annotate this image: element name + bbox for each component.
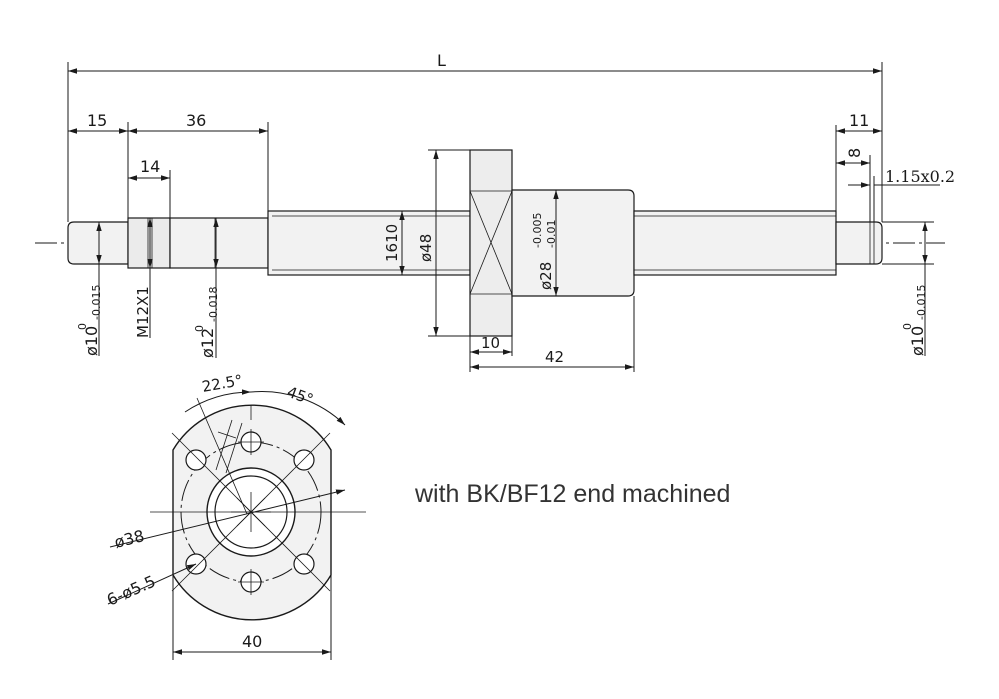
left-journal bbox=[67, 221, 129, 265]
dimensions: L 15 36 14 11 8 1.15x0.2 1610 ø48 bbox=[67, 51, 955, 372]
bolt-circle-diameter: ø38 bbox=[112, 526, 146, 552]
caption: with BK/BF12 end machined bbox=[414, 480, 730, 508]
dim-bearing-seat-base: ø12 bbox=[198, 328, 217, 358]
thread-section bbox=[127, 217, 171, 269]
dim-groove-spec: 1.15x0.2 bbox=[885, 167, 955, 186]
dim-thread-spec: M12X1 bbox=[134, 286, 152, 338]
dim-left-journal-tol-lower: -0.015 bbox=[90, 285, 103, 320]
bearing-seat bbox=[169, 217, 269, 269]
dim-overall-length: L bbox=[437, 51, 446, 70]
screw-shaft-left bbox=[267, 210, 471, 276]
angle-bolt-holes: 45° bbox=[285, 383, 316, 409]
dim-bearing-seat-tol-lower: -0.018 bbox=[207, 287, 220, 322]
dim-right-journal-tol-lower: -0.015 bbox=[915, 285, 928, 320]
dim-right-end-length: 11 bbox=[849, 111, 869, 130]
dim-left-journal-base: ø10 bbox=[82, 326, 101, 356]
bolt-holes-spec: 6-ø5.5 bbox=[104, 571, 158, 609]
dim-right-journal-base: ø10 bbox=[908, 326, 927, 356]
dim-ball-screw-diameter: 1610 bbox=[383, 224, 401, 262]
dim-nut-body-tol-lower: -0.01 bbox=[545, 220, 558, 248]
bolt-hole-lower-right bbox=[293, 553, 315, 575]
dim-flange-width: 10 bbox=[481, 334, 500, 352]
flat-width: 40 bbox=[242, 632, 262, 651]
dim-flange-diameter: ø48 bbox=[417, 234, 435, 262]
screw-shaft-right bbox=[633, 210, 837, 276]
dim-right-journal-tol-upper: 0 bbox=[901, 323, 914, 330]
nut-body bbox=[511, 189, 635, 297]
angle-oil-hole: 22.5° bbox=[201, 371, 244, 396]
dim-nut-body-diameter: ø28 bbox=[537, 262, 555, 290]
dim-left-end-length: 15 bbox=[87, 111, 107, 130]
flange-view: 22.5° 45° ø38 6-ø5.5 40 bbox=[104, 371, 366, 660]
dim-thread-width: 14 bbox=[140, 157, 160, 176]
dim-thread-section-length: 36 bbox=[186, 111, 206, 130]
dim-bearing-seat-tol-upper: 0 bbox=[193, 325, 206, 332]
bolt-hole-upper-left bbox=[185, 449, 207, 471]
dim-left-journal-tol-upper: 0 bbox=[76, 323, 89, 330]
dim-nut-length: 42 bbox=[545, 348, 564, 366]
dim-groove-position: 8 bbox=[845, 148, 864, 158]
dim-nut-body-tol-upper: -0.005 bbox=[531, 213, 544, 248]
bolt-hole-upper-right bbox=[293, 449, 315, 471]
right-journal bbox=[835, 221, 883, 265]
side-view bbox=[35, 149, 945, 337]
